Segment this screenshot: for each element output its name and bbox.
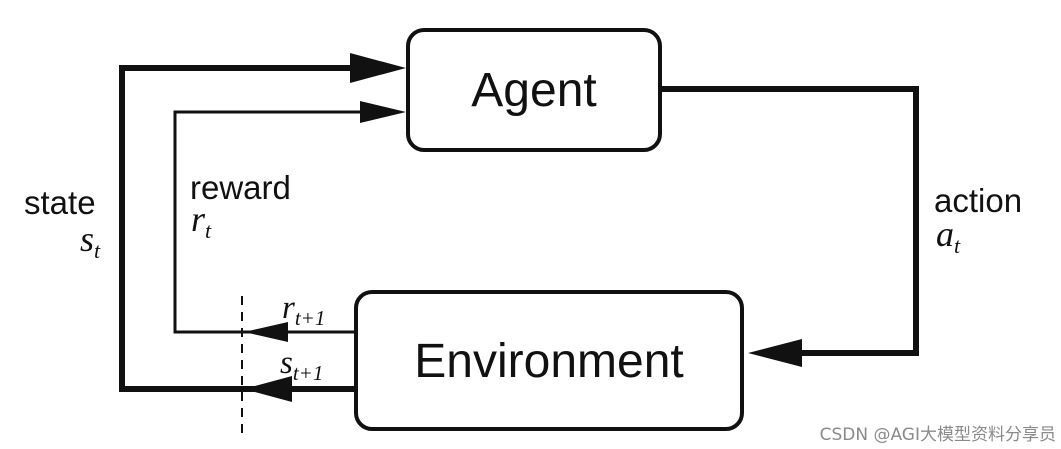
reward-symbol: r <box>191 199 206 239</box>
reward-symbol-label: rt <box>191 199 212 243</box>
state-symbol-label: st <box>80 219 101 263</box>
state-arrowhead <box>350 53 406 83</box>
action-word-label: action <box>934 182 1022 219</box>
state-word-label: state <box>24 184 96 221</box>
state-line <box>119 65 356 392</box>
reward-subscript: t <box>205 218 212 243</box>
next-state-label: st+1 <box>280 345 323 385</box>
state-subscript: t <box>94 238 101 263</box>
action-symbol-label: at <box>936 214 961 258</box>
state-symbol: s <box>80 219 94 259</box>
next-reward-arrowhead <box>244 322 288 342</box>
next-reward-label: rt+1 <box>282 290 325 330</box>
next-state-arrowhead <box>244 376 292 402</box>
next-reward-subscript: t+1 <box>295 306 326 330</box>
next-reward-symbol: r <box>282 290 295 326</box>
reward-arrowhead <box>360 101 406 123</box>
action-subscript: t <box>954 233 961 258</box>
environment-label: Environment <box>414 335 683 388</box>
watermark-text: CSDN @AGI大模型资料分享员 <box>820 425 1056 445</box>
environment-box <box>354 290 744 431</box>
reward-word-label: reward <box>190 169 291 206</box>
agent-label: Agent <box>471 64 596 117</box>
next-state-symbol: s <box>280 345 293 381</box>
next-state-subscript: t+1 <box>293 361 324 385</box>
action-line <box>660 86 919 356</box>
action-arrowhead <box>748 339 802 367</box>
action-symbol: a <box>936 214 954 254</box>
